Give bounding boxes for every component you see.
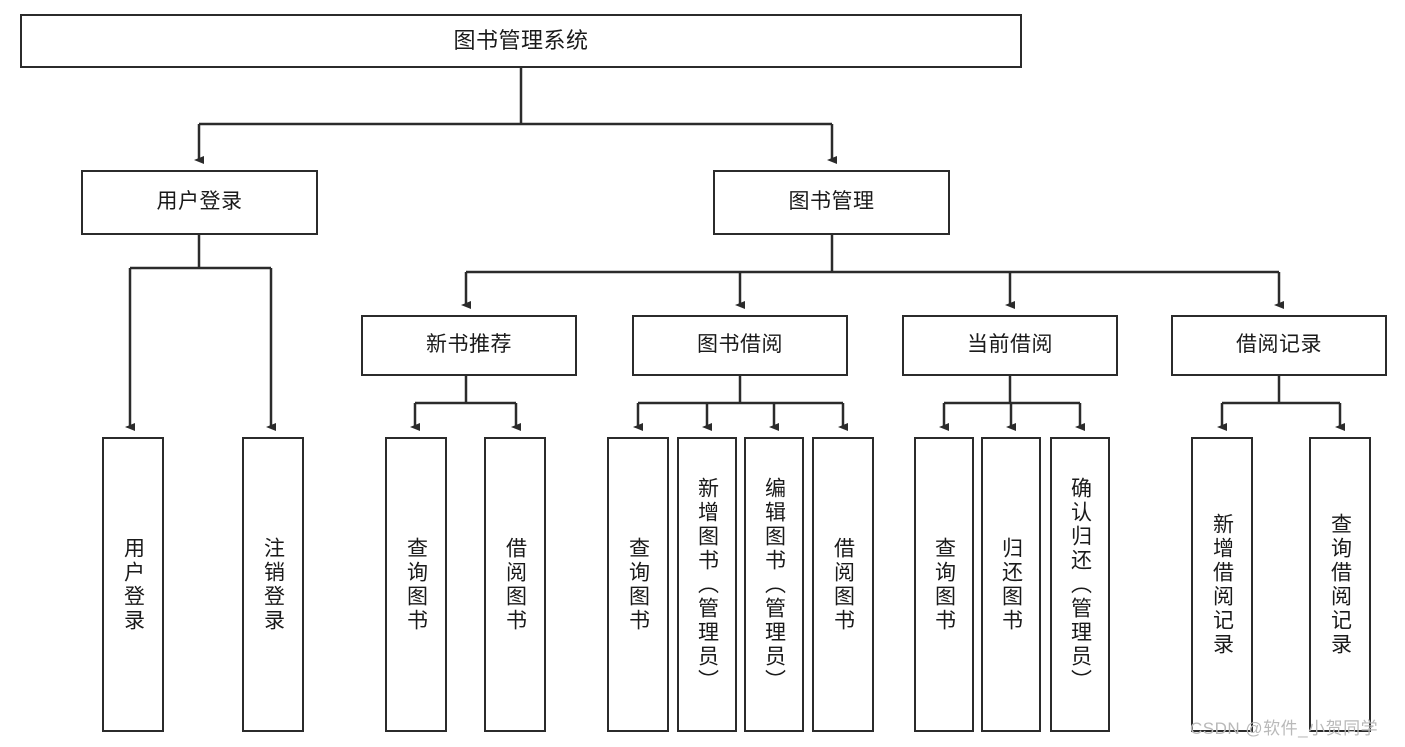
leaf-query-record-label: 查询借阅记录 xyxy=(1328,512,1352,657)
leaf-logout[interactable]: 注销登录 xyxy=(242,437,304,732)
node-root-label: 图书管理系统 xyxy=(453,28,589,54)
node-root[interactable]: 图书管理系统 xyxy=(20,14,1022,68)
node-user-login[interactable]: 用户登录 xyxy=(81,170,318,235)
leaf-return-book-label: 归还图书 xyxy=(999,536,1023,633)
node-book-borrow-label: 图书借阅 xyxy=(697,333,783,357)
leaf-query-book-3-label: 查询图书 xyxy=(932,536,956,633)
node-book-borrow[interactable]: 图书借阅 xyxy=(632,315,848,376)
leaf-query-book-3[interactable]: 查询图书 xyxy=(914,437,974,732)
node-new-book-recommend[interactable]: 新书推荐 xyxy=(361,315,577,376)
node-book-management-label: 图书管理 xyxy=(788,190,875,214)
node-user-login-label: 用户登录 xyxy=(156,190,243,214)
node-new-book-recommend-label: 新书推荐 xyxy=(426,333,512,357)
leaf-query-record[interactable]: 查询借阅记录 xyxy=(1309,437,1371,732)
node-borrow-record-label: 借阅记录 xyxy=(1236,333,1322,357)
leaf-borrow-book-2-label: 借阅图书 xyxy=(831,536,855,633)
leaf-logout-label: 注销登录 xyxy=(261,536,285,633)
leaf-confirm-return[interactable]: 确认归还（管理员） xyxy=(1050,437,1110,732)
leaf-borrow-book-1[interactable]: 借阅图书 xyxy=(484,437,546,732)
leaf-query-book-2-label: 查询图书 xyxy=(626,536,650,633)
leaf-confirm-return-label: 确认归还（管理员） xyxy=(1068,476,1092,693)
leaf-borrow-book-1-label: 借阅图书 xyxy=(503,536,527,633)
leaf-add-book-label: 新增图书（管理员） xyxy=(695,476,719,693)
node-borrow-record[interactable]: 借阅记录 xyxy=(1171,315,1387,376)
leaf-query-book-1-label: 查询图书 xyxy=(404,536,428,633)
leaf-add-record[interactable]: 新增借阅记录 xyxy=(1191,437,1253,732)
leaf-edit-book-label: 编辑图书（管理员） xyxy=(762,476,786,693)
leaf-query-book-1[interactable]: 查询图书 xyxy=(385,437,447,732)
node-current-borrow-label: 当前借阅 xyxy=(967,333,1053,357)
leaf-borrow-book-2[interactable]: 借阅图书 xyxy=(812,437,874,732)
leaf-user-login-label: 用户登录 xyxy=(121,536,145,633)
watermark-text: CSDN @软件_小贺同学 xyxy=(1190,719,1379,738)
leaf-query-book-2[interactable]: 查询图书 xyxy=(607,437,669,732)
leaf-user-login[interactable]: 用户登录 xyxy=(102,437,164,732)
node-current-borrow[interactable]: 当前借阅 xyxy=(902,315,1118,376)
node-book-management[interactable]: 图书管理 xyxy=(713,170,950,235)
leaf-add-record-label: 新增借阅记录 xyxy=(1210,512,1234,657)
leaf-edit-book[interactable]: 编辑图书（管理员） xyxy=(744,437,804,732)
leaf-return-book[interactable]: 归还图书 xyxy=(981,437,1041,732)
leaf-add-book[interactable]: 新增图书（管理员） xyxy=(677,437,737,732)
